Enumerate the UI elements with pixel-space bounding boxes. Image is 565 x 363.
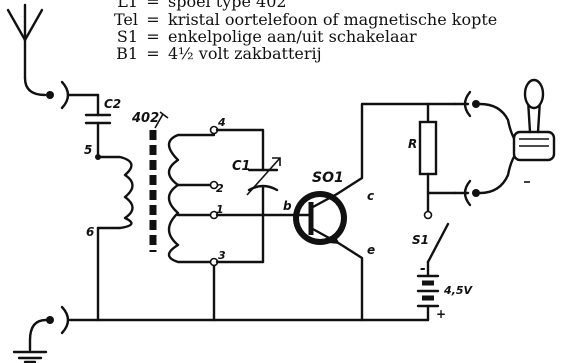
tap-2-terminal [209,180,219,190]
earphone-icon [512,78,556,162]
legend-symbol: S1 [116,27,138,46]
legend-equals: = [146,27,160,46]
legend-text: enkelpolige aan/uit schakelaar [168,27,417,46]
tuning-capacitor-c1 [215,128,281,264]
ground-connector [28,305,70,352]
legend-text: 4½ volt zakbatterij [168,44,322,63]
legend-symbol: Tel [113,10,138,29]
legend-equals: = [146,0,160,11]
antenna-connector [46,80,100,110]
transistor-so1 [293,191,347,246]
emitter-label: e [367,243,375,257]
headphone-socket-top [453,90,480,118]
battery-b1 [416,274,440,322]
tap-6-label: 6 [86,225,94,239]
legend-equals: = [146,10,160,29]
legend-row-s1: S1 = enkelpolige aan/uit schakelaar [86,29,417,45]
legend-row-tel: Tel = kristal oortelefoon of magnetische k… [86,12,497,28]
component-legend: L1 = spoel type 402 Tel = kristal oortelefoo… [0,0,565,70]
legend-row-l1: L1 = spoel type 402 [86,0,287,11]
resistor-r [418,102,457,220]
ground-symbol [12,350,48,363]
ferrite-core [149,111,169,252]
legend-equals: = [146,44,160,63]
resistor-label: R [408,137,417,151]
base-label: b [283,199,292,213]
emitter-wire [338,242,364,322]
tap-2-label: 2 [216,182,224,195]
antenna-symbol [6,3,47,97]
secondary-coil [167,133,216,264]
legend-symbol: B1 [116,44,138,63]
legend-symbol: L1 [117,0,138,11]
headphone-socket-bottom [453,179,480,207]
tap-1-label: 1 [216,203,224,216]
capacitor-c2 [84,93,112,159]
collector-wire [335,102,457,196]
tap-4-label: 4 [217,116,226,129]
coil-type-label: 402 [131,111,159,126]
transistor-label: SO1 [312,170,344,186]
battery-minus-label: - [420,261,426,277]
switch-label: S1 [412,233,429,247]
legend-text: kristal oortelefoon of magnetische kopte [168,10,498,29]
legend-text: spoel type 402 [168,0,287,11]
legend-row-b1: B1 = 4½ volt zakbatterij [86,46,322,62]
primary-coil [95,154,134,322]
tap-3-label: 3 [218,249,226,262]
collector-label: c [367,189,374,203]
switch-s1 [426,222,450,277]
battery-plus-label: + [436,307,446,321]
c1-label: C1 [232,159,251,174]
tap-5-label: 5 [84,143,92,157]
battery-voltage-label: 4,5V [443,284,473,297]
c2-label: C2 [104,97,121,111]
